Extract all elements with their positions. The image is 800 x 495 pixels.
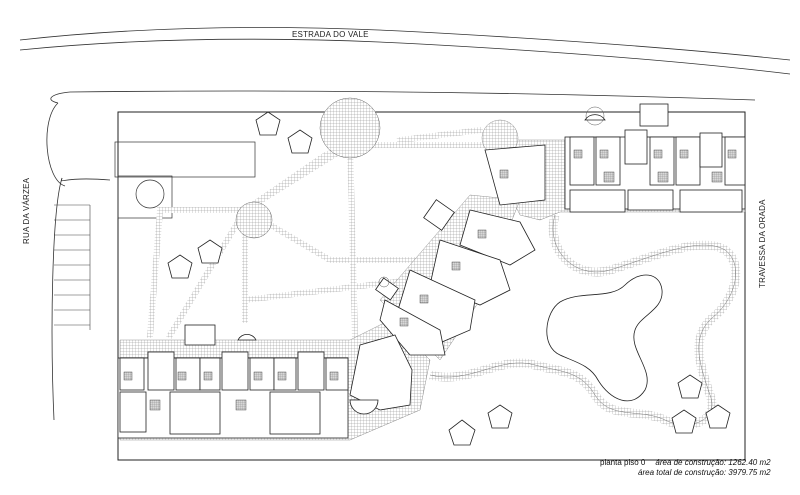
plan-name: planta piso 0 (600, 458, 646, 467)
total-construction-area: área total de construção: 3979.75 m2 (638, 468, 771, 477)
entrance-gate (114, 141, 256, 219)
construction-area: área de construção: 1262.40 m2 (655, 458, 771, 467)
plan-legend: planta piso 0 área de construção: 1262.4… (600, 458, 771, 478)
parking-stalls (54, 204, 91, 330)
road-inner-curve (46, 90, 756, 187)
building-block-bottom-left-interiors (123, 371, 339, 411)
trees (378, 106, 605, 288)
road-rua-da-varzea (51, 177, 111, 421)
building-block-top-right-interiors (573, 149, 737, 183)
site-boundary (117, 111, 746, 461)
building-block-diagonal-interiors (399, 169, 509, 327)
building-block-bottom-left (117, 324, 349, 439)
road-label-rua-da-varzea: RUA DA VÁRZEA (22, 177, 31, 244)
building-block-corner (349, 334, 413, 415)
swimming-pool (546, 274, 663, 402)
gazebos (167, 111, 731, 446)
building-block-diagonal (375, 144, 546, 356)
road-label-travessa-da-orada: TRAVESSA DA ORADA (758, 199, 767, 288)
road-estrada-do-vale (19, 27, 791, 75)
road-label-estrada-do-vale: ESTRADA DO VALE (292, 30, 369, 39)
plaza-left (235, 201, 273, 239)
plaza-top (319, 97, 381, 159)
